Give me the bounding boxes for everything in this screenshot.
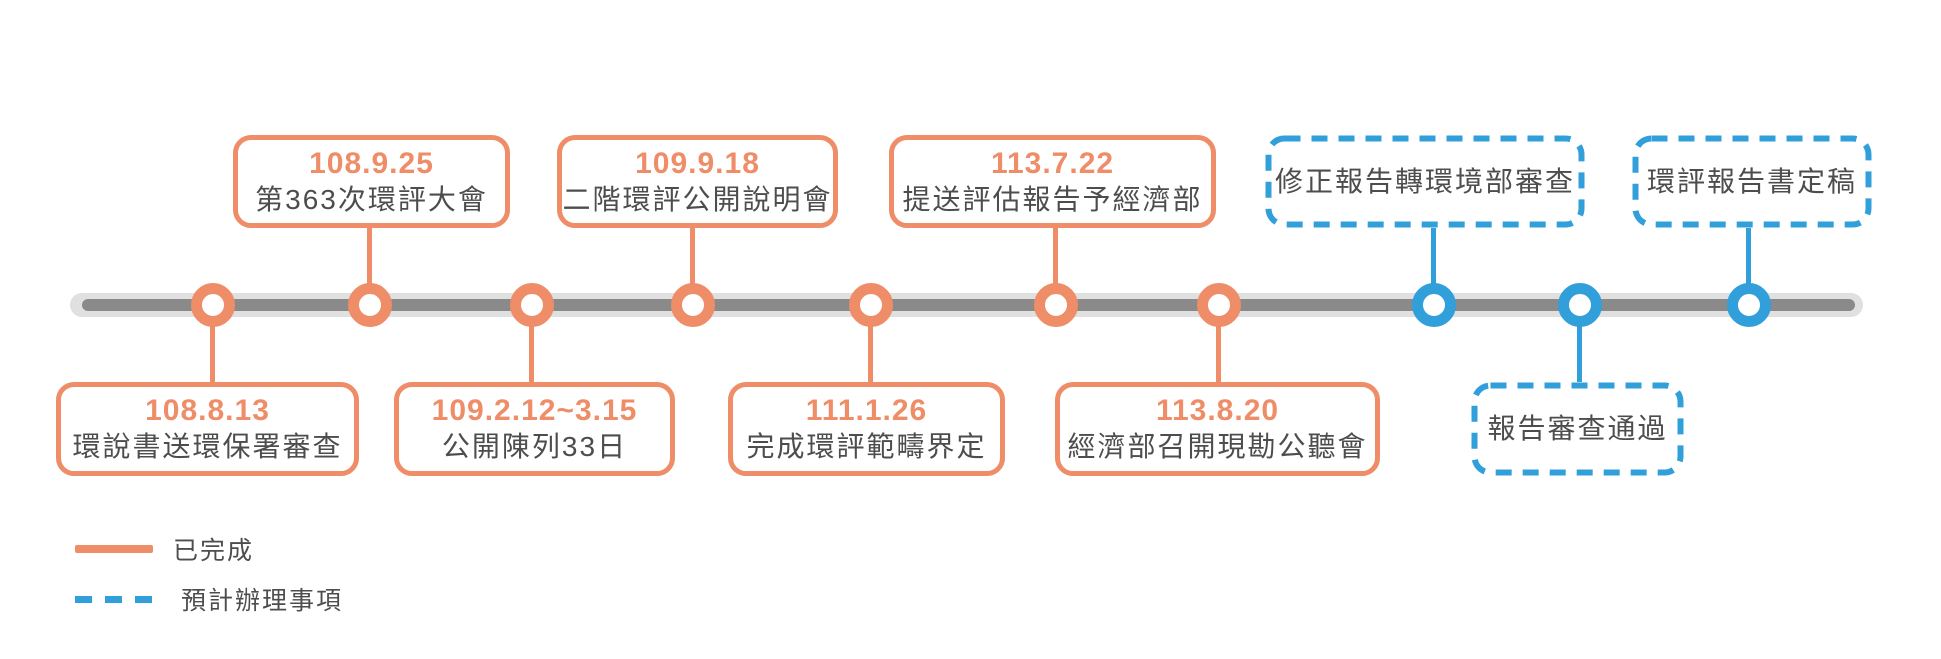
connector-event-7 xyxy=(1216,305,1221,382)
legend: 已完成 預計辦理事項 xyxy=(75,532,343,616)
event-date: 109.2.12~3.15 xyxy=(431,394,638,427)
event-card-113-8-20: 113.8.20 經濟部召開現勘公聽會 xyxy=(1055,382,1380,476)
event-date: 109.9.18 xyxy=(635,146,760,180)
event-card-revised-report: 修正報告轉環境部審查 xyxy=(1265,135,1585,228)
event-card-review-passed: 報告審查通過 xyxy=(1471,382,1684,476)
event-label: 提送評估報告予經濟部 xyxy=(902,183,1203,215)
event-label: 完成環評範疇界定 xyxy=(746,431,987,462)
timeline-node-7 xyxy=(1197,283,1241,327)
event-label: 環評報告書定稿 xyxy=(1646,165,1857,197)
connector-event-6 xyxy=(1053,228,1058,305)
event-card-109-9-18: 109.9.18 二階環評公開說明會 xyxy=(557,135,838,228)
timeline-node-10 xyxy=(1727,283,1771,327)
legend-row-completed: 已完成 xyxy=(75,532,343,566)
event-label: 經濟部召開現勘公聽會 xyxy=(1067,431,1368,462)
event-date: 108.9.25 xyxy=(309,146,434,180)
event-label: 第363次環評大會 xyxy=(255,183,488,215)
legend-completed-swatch xyxy=(75,545,153,553)
event-date: 111.1.26 xyxy=(805,394,928,427)
event-card-113-7-22: 113.7.22 提送評估報告予經濟部 xyxy=(889,135,1216,228)
event-card-final-report: 環評報告書定稿 xyxy=(1632,135,1872,228)
event-label: 環說書送環保署審查 xyxy=(72,431,343,462)
event-card-111-1-26: 111.1.26 完成環評範疇界定 xyxy=(728,382,1005,476)
legend-row-planned: 預計辦理事項 xyxy=(75,582,343,616)
connector-event-4 xyxy=(690,228,695,305)
legend-planned-swatch xyxy=(75,595,161,603)
connector-event-3 xyxy=(529,305,534,382)
event-date: 108.8.13 xyxy=(145,394,270,427)
timeline-node-5 xyxy=(849,283,893,327)
event-card-108-8-13: 108.8.13 環說書送環保署審查 xyxy=(56,382,359,476)
event-card-108-9-25: 108.9.25 第363次環評大會 xyxy=(233,135,510,228)
connector-event-9 xyxy=(1577,305,1582,382)
event-label: 二階環評公開說明會 xyxy=(562,183,833,215)
event-label: 報告審查通過 xyxy=(1487,413,1668,444)
timeline-node-6 xyxy=(1034,283,1078,327)
event-date: 113.7.22 xyxy=(990,146,1115,180)
connector-event-5 xyxy=(868,305,873,382)
connector-event-1 xyxy=(210,305,215,382)
event-label: 修正報告轉環境部審查 xyxy=(1274,165,1575,197)
legend-planned-label: 預計辦理事項 xyxy=(181,587,344,615)
timeline-node-2 xyxy=(348,283,392,327)
connector-event-8 xyxy=(1431,228,1436,305)
connector-event-10 xyxy=(1746,228,1751,305)
timeline-node-4 xyxy=(671,283,715,327)
timeline-node-1 xyxy=(191,283,235,327)
connector-event-2 xyxy=(367,228,372,305)
timeline-node-8 xyxy=(1412,283,1456,327)
timeline-node-3 xyxy=(510,283,554,327)
event-card-109-2-12: 109.2.12~3.15 公開陳列33日 xyxy=(394,382,675,476)
event-label: 公開陳列33日 xyxy=(441,431,628,462)
timeline-node-9 xyxy=(1558,283,1602,327)
event-date: 113.8.20 xyxy=(1155,394,1280,427)
legend-completed-label: 已完成 xyxy=(173,537,255,565)
